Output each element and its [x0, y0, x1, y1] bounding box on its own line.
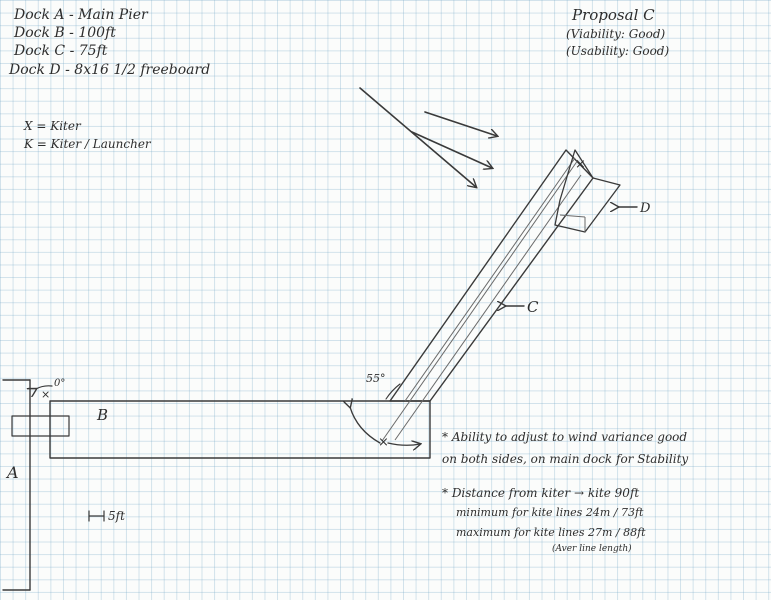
- note-distance-line-4: (Aver line length): [552, 543, 632, 554]
- proposal-usability: (Usability: Good): [566, 44, 669, 58]
- dock-a-crossing: [11, 415, 70, 437]
- dock-a: A: [2, 379, 70, 591]
- rotation-arrow-left: [350, 407, 381, 444]
- angle-main-label: 55°: [366, 372, 386, 385]
- legend: X = Kiter K = Kiter / Launcher: [23, 119, 152, 151]
- angle-top-arrow: [36, 385, 53, 389]
- proposal-viability: (Viability: Good): [566, 27, 666, 41]
- note-distance-line-1: * Distance from kiter → kite 90ft: [442, 486, 639, 500]
- dock-b: B: [49, 400, 431, 459]
- proposal-title: Proposal C: [571, 6, 655, 24]
- note-distance-line-2: minimum for kite lines 24m / 73ft: [456, 506, 644, 519]
- note-distance-line-3: maximum for kite lines 27m / 88ft: [456, 526, 646, 539]
- rotation-arrow-right: [387, 443, 420, 445]
- kiter-marker-dock-b: ×: [378, 435, 389, 450]
- dock-b-label: B: [96, 406, 108, 424]
- legend-kiter: X = Kiter: [23, 119, 82, 133]
- dock-list-item-c: Dock C - 75ft: [13, 43, 108, 59]
- kiter-marker-pier: ×: [41, 388, 50, 401]
- dock-list-item-a: Dock A - Main Pier: [13, 7, 149, 23]
- dock-d-label: D: [639, 201, 651, 216]
- dock-list-item-d: Dock D - 8x16 1/2 freeboard: [8, 62, 210, 78]
- dock-a-label: A: [5, 463, 19, 482]
- proposal-block: Proposal C (Viability: Good) (Usability:…: [566, 6, 669, 58]
- legend-kiter-launcher: K = Kiter / Launcher: [23, 137, 152, 151]
- kiter-markers: × × ×: [41, 157, 586, 450]
- note-wind-line-2: on both sides, on main dock for Stabilit…: [442, 452, 688, 466]
- wind-arrows: [359, 87, 497, 187]
- dock-d: D: [554, 149, 651, 233]
- wind-arrow-2: [424, 111, 497, 136]
- dock-c-outline: [389, 149, 594, 402]
- angle-annotations: 55° 0°: [36, 372, 420, 445]
- scale-marker: 5ft: [88, 509, 125, 523]
- wind-arrow-1: [359, 87, 476, 187]
- kiter-marker-dock-d: ×: [575, 157, 586, 172]
- dock-list: Dock A - Main Pier Dock B - 100ft Dock C…: [8, 7, 210, 78]
- note-wind-line-1: * Ability to adjust to wind variance goo…: [442, 430, 687, 444]
- dock-c-label: C: [527, 298, 539, 316]
- notes: * Ability to adjust to wind variance goo…: [442, 430, 688, 554]
- dock-list-item-b: Dock B - 100ft: [13, 25, 116, 41]
- scale-label: 5ft: [108, 509, 125, 523]
- wind-arrow-3: [411, 131, 492, 168]
- angle-top-label: 0°: [54, 378, 65, 389]
- dock-b-outline: [49, 400, 431, 459]
- dock-d-outline: [554, 149, 621, 233]
